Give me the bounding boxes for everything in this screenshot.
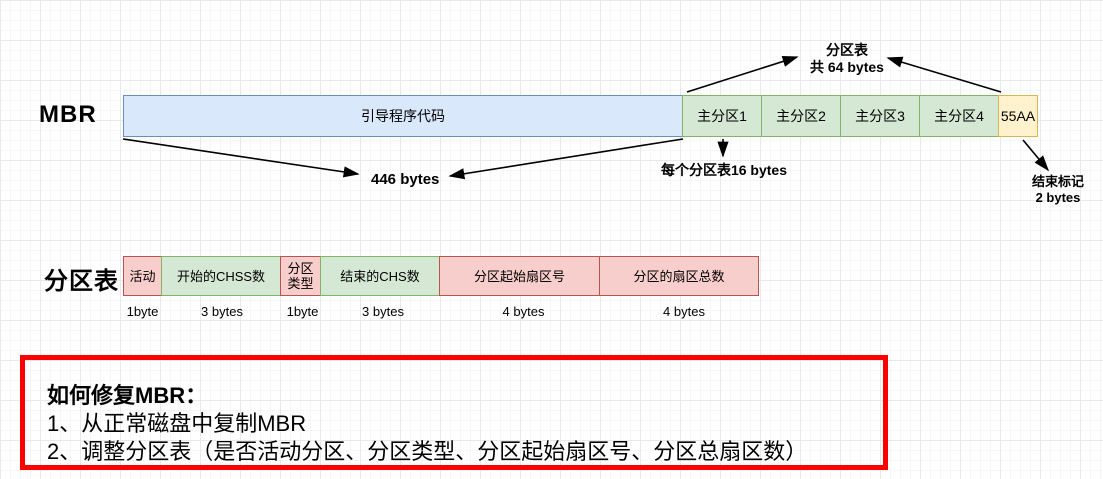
field-total-sectors: 分区的扇区总数: [599, 256, 759, 296]
field-start-chs: 开始的CHSS数: [161, 256, 281, 296]
mbr-segment-boot-code: 引导程序代码: [123, 95, 683, 137]
mbr-row-label: MBR: [39, 101, 97, 128]
field-size-active-flag: 1byte: [126, 304, 159, 319]
field-size-type: 1byte: [286, 304, 319, 319]
mbr-segment-55aa: 55AA: [998, 95, 1038, 137]
field-size-start-chs: 3 bytes: [201, 304, 243, 319]
note-line-2: 2、调整分区表（是否活动分区、分区类型、分区起始扇区号、分区总扇区数）: [47, 439, 808, 464]
field-size-total-sectors: 4 bytes: [663, 304, 705, 319]
mbr-segment-primary-4: 主分区4: [919, 95, 999, 137]
field-size-start-sector: 4 bytes: [502, 304, 545, 319]
field-active-flag: 活动: [123, 256, 162, 296]
annotation-end-marker-line2: 2 bytes: [1035, 190, 1081, 205]
mbr-repair-note-box: 如何修复MBR： 1、从正常磁盘中复制MBR 2、调整分区表（是否活动分区、分区…: [20, 355, 888, 470]
annotation-partition-table-line1: 分区表: [826, 42, 868, 58]
annotation-end-marker: 结束标记 2 bytes: [1013, 174, 1103, 206]
annotation-end-marker-line1: 结束标记: [1031, 174, 1084, 189]
field-size-labels: 1byte 3 bytes 1byte 3 bytes 4 bytes 4 by…: [123, 304, 764, 319]
field-type: 分区类型: [280, 256, 321, 296]
mbr-segment-primary-3: 主分区3: [840, 95, 920, 137]
field-size-end-chs: 3 bytes: [362, 304, 404, 319]
note-title: 如何修复MBR：: [47, 383, 208, 408]
partition-entry-bar: 活动 开始的CHSS数 分区类型 结束的CHS数 分区起始扇区号 分区的扇区总数: [123, 256, 759, 296]
annotation-entry-size: 每个分区表16 bytes: [660, 162, 788, 178]
mbr-bar: 引导程序代码 主分区1 主分区2 主分区3 主分区4 55AA: [123, 95, 1038, 137]
annotation-partition-table-total: 分区表 共 64 bytes: [787, 42, 907, 76]
note-line-1: 1、从正常磁盘中复制MBR: [47, 411, 307, 436]
field-end-chs: 结束的CHS数: [320, 256, 440, 296]
mbr-segment-primary-1: 主分区1: [682, 95, 762, 137]
partition-row-label: 分区表: [44, 268, 119, 295]
annotation-boot-code-size: 446 bytes: [371, 171, 440, 188]
annotation-partition-table-line2: 共 64 bytes: [810, 59, 884, 75]
field-start-sector: 分区起始扇区号: [439, 256, 600, 296]
mbr-segment-primary-2: 主分区2: [761, 95, 841, 137]
